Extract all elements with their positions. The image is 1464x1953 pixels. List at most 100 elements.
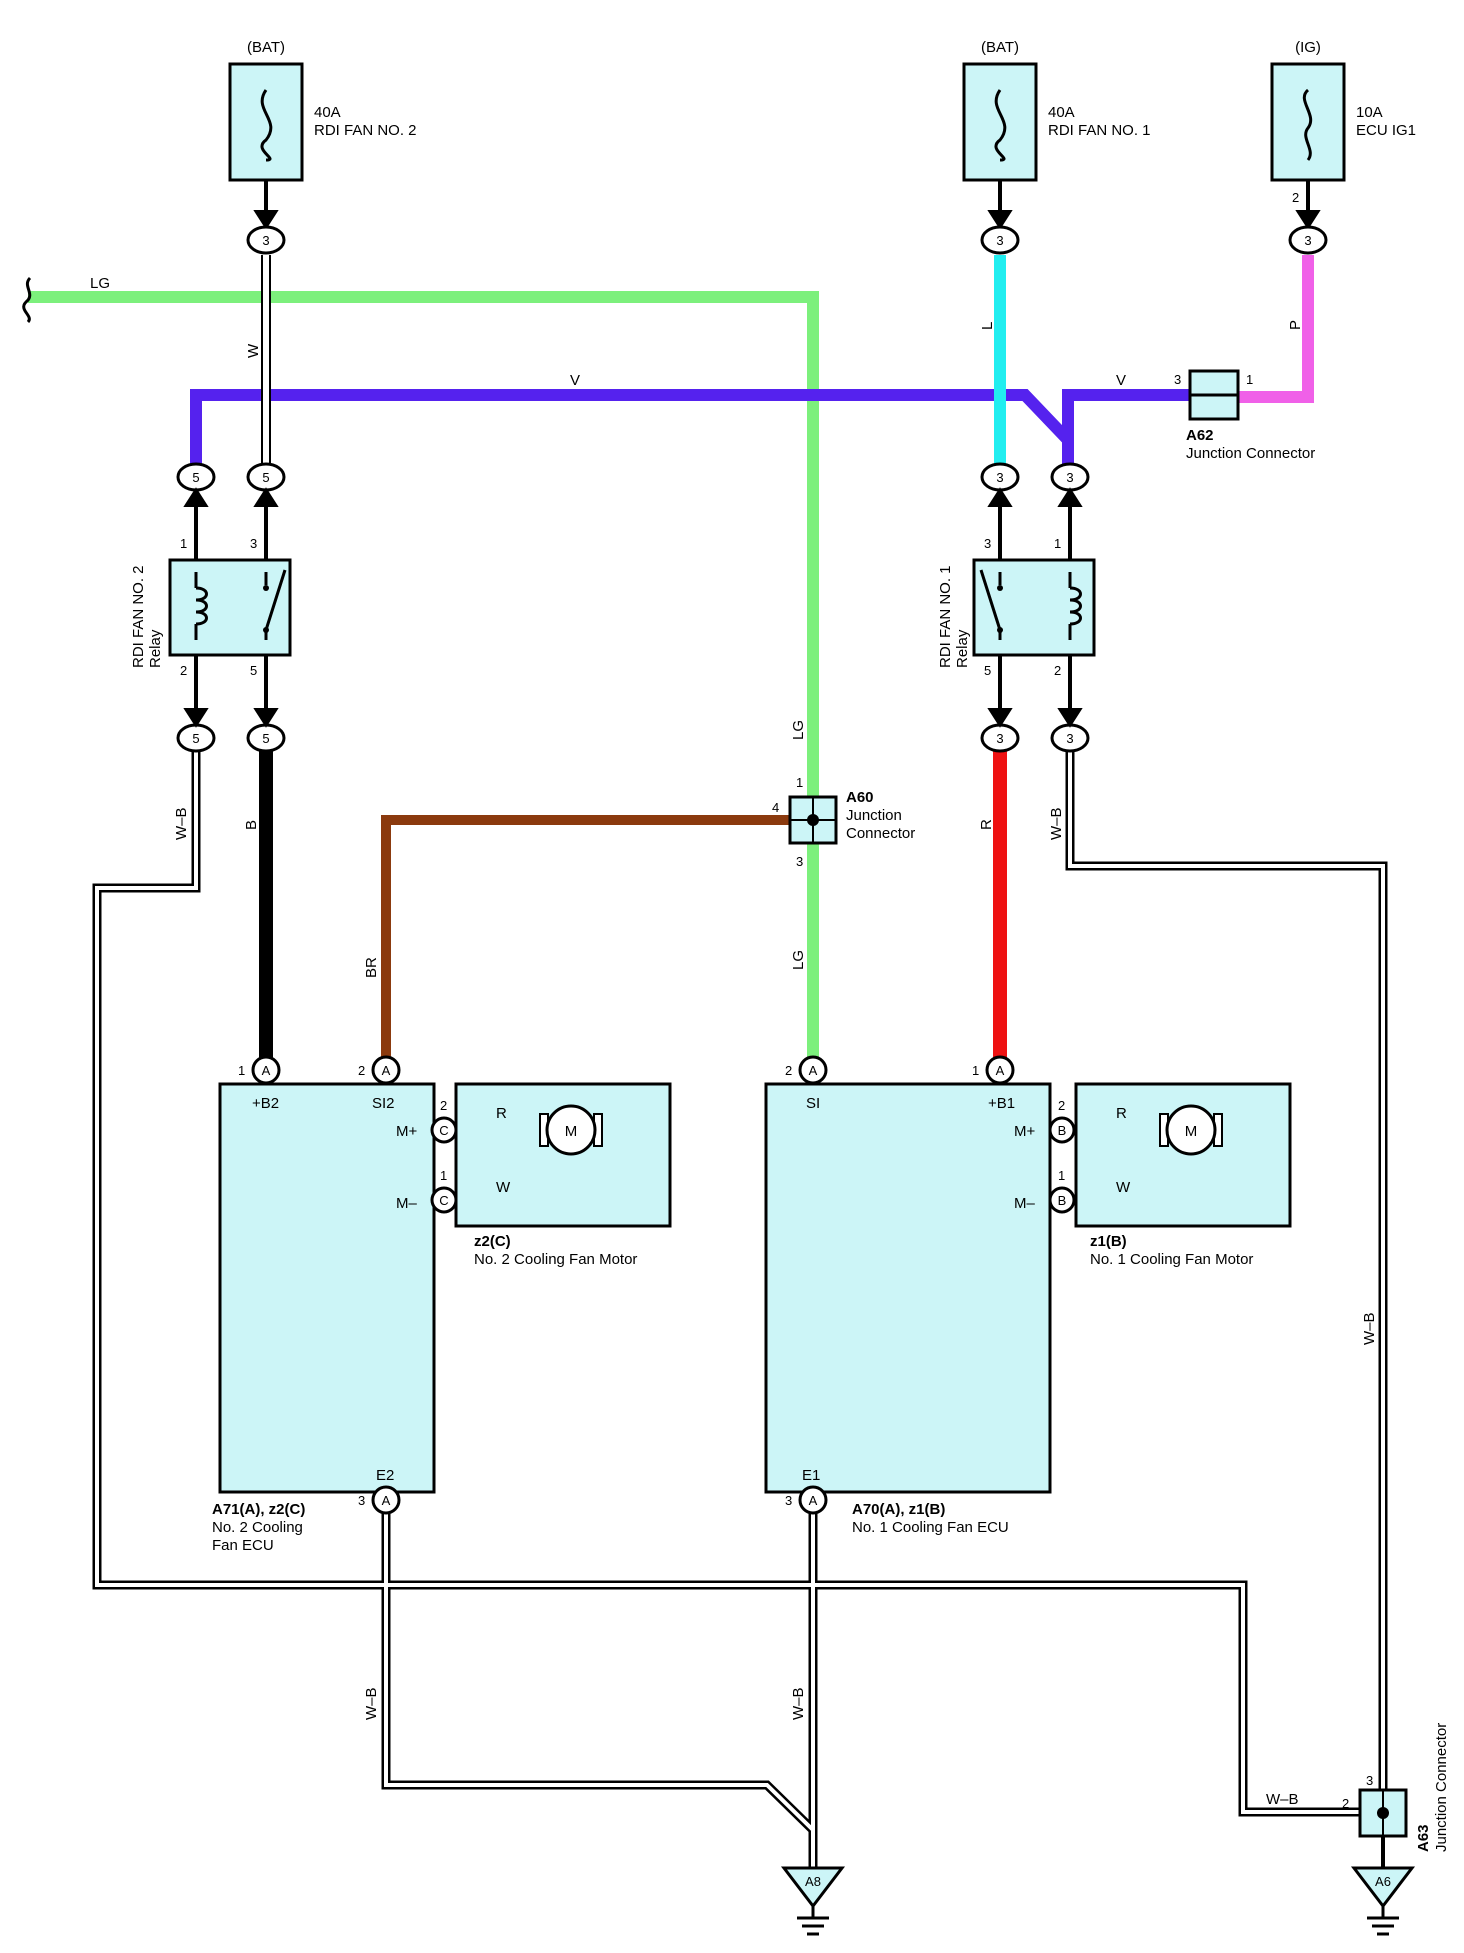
relay-type: Relay (147, 629, 164, 668)
svg-text:1: 1 (1246, 372, 1253, 387)
conn-oval: 3 (980, 462, 1020, 492)
svg-text:1: 1 (180, 536, 187, 551)
motor-no2: M R W z2(C) No. 2 Cooling Fan Motor (454, 1082, 672, 1268)
svg-text:2: 2 (1292, 190, 1299, 205)
wire-label-v: V (570, 372, 580, 389)
fuse-name: RDI FAN NO. 2 (314, 122, 417, 139)
ground-icon (780, 1866, 846, 1909)
wire-label-lg: LG (90, 275, 110, 292)
svg-text:Junction: Junction (846, 807, 902, 824)
svg-text:No. 1 Cooling Fan Motor: No. 1 Cooling Fan Motor (1090, 1251, 1253, 1268)
svg-text:4: 4 (772, 800, 779, 815)
conn-oval: 5 (246, 723, 286, 753)
svg-text:LG: LG (790, 720, 807, 740)
svg-text:LG: LG (790, 950, 807, 970)
svg-text:3: 3 (1066, 470, 1073, 485)
svg-text:3: 3 (1066, 731, 1073, 746)
svg-text:W–B: W–B (1361, 1312, 1378, 1345)
svg-text:A: A (382, 1063, 391, 1078)
svg-text:SI2: SI2 (372, 1095, 395, 1112)
svg-text:40A: 40A (1048, 104, 1075, 121)
wire-labels: LG V V W L P B BR R LG LG W–B W–B W–B W–… (90, 275, 1378, 1808)
svg-text:A8: A8 (805, 1874, 821, 1889)
pin-circle: C (430, 1116, 458, 1144)
svg-text:A63: A63 (1415, 1824, 1432, 1852)
svg-text:3: 3 (1304, 233, 1311, 248)
svg-text:M–: M– (396, 1195, 417, 1212)
svg-text:RDI FAN NO. 1: RDI FAN NO. 1 (937, 565, 954, 668)
junction-a62: 3 1 A62 Junction Connector (1174, 369, 1315, 462)
conn-oval: 5 (246, 462, 286, 492)
wire-lg (28, 291, 819, 1070)
svg-text:RDI FAN NO. 1: RDI FAN NO. 1 (1048, 122, 1151, 139)
svg-text:M+: M+ (396, 1123, 417, 1140)
wires (28, 255, 1388, 1880)
svg-text:Fan ECU: Fan ECU (212, 1537, 274, 1554)
svg-text:M: M (565, 1123, 578, 1140)
svg-text:3: 3 (996, 233, 1003, 248)
fuse-rdi-fan-1: (BAT) 40A RDI FAN NO. 1 (962, 39, 1151, 182)
svg-text:B: B (1058, 1123, 1067, 1138)
svg-text:M: M (1185, 1123, 1198, 1140)
svg-text:3: 3 (262, 233, 269, 248)
wire-wb-right (1065, 750, 1388, 1800)
pin-circle: B (1048, 1116, 1076, 1144)
wire-label-r: R (978, 819, 995, 830)
svg-text:W: W (1116, 1179, 1131, 1196)
svg-text:5: 5 (262, 731, 269, 746)
svg-text:(BAT): (BAT) (981, 39, 1019, 56)
pin-circle: A (251, 1055, 281, 1085)
svg-text:A6: A6 (1375, 1874, 1391, 1889)
junction-a63: 3 2 A63 Junction Connector (1342, 1723, 1450, 1880)
pin-circle: C (430, 1186, 458, 1214)
fuse-ecu-ig1: (IG) 10A ECU IG1 2 (1270, 39, 1416, 205)
svg-text:C: C (439, 1123, 448, 1138)
svg-text:A70(A), z1(B): A70(A), z1(B) (852, 1501, 945, 1518)
conn-oval: 3 (246, 225, 286, 255)
wire-v-a62 (1062, 389, 1190, 440)
wire-break-icon (22, 276, 32, 324)
motor-no1: M R W z1(B) No. 1 Cooling Fan Motor (1074, 1082, 1292, 1268)
connector-ovals: 3 3 3 5 5 3 3 5 5 3 3 (176, 225, 1328, 753)
pin-circle: A (798, 1485, 828, 1515)
svg-text:5: 5 (192, 470, 199, 485)
svg-text:A: A (382, 1493, 391, 1508)
conn-oval: 3 (1288, 225, 1328, 255)
svg-text:R: R (1116, 1105, 1127, 1122)
svg-text:1: 1 (972, 1063, 979, 1078)
svg-text:A: A (809, 1063, 818, 1078)
conn-oval: 5 (176, 723, 216, 753)
fuse-rating: 40A (314, 104, 341, 121)
wire-label-w: W (245, 343, 262, 358)
pin-circle: A (371, 1055, 401, 1085)
svg-text:W: W (496, 1179, 511, 1196)
pin-circle: A (371, 1485, 401, 1515)
pin-circle: B (1048, 1186, 1076, 1214)
ecu-code: A71(A), z2(C) (212, 1501, 305, 1518)
relay-rdi-fan-2: 1 3 2 5 RDI FAN NO. 2 Relay (130, 536, 292, 678)
motor-icon (1165, 1104, 1217, 1156)
wire-v (190, 389, 1074, 475)
svg-text:W–B: W–B (1266, 1791, 1299, 1808)
svg-text:E1: E1 (802, 1467, 820, 1484)
svg-text:+B2: +B2 (252, 1095, 279, 1112)
fuse-source: (BAT) (247, 39, 285, 56)
motor-code: z2(C) (474, 1233, 511, 1250)
svg-text:B: B (1058, 1193, 1067, 1208)
svg-text:M–: M– (1014, 1195, 1035, 1212)
svg-text:2: 2 (180, 663, 187, 678)
ecu-name: No. 2 Cooling (212, 1519, 303, 1536)
svg-text:1: 1 (238, 1063, 245, 1078)
conn-oval: 3 (1050, 723, 1090, 753)
svg-text:SI: SI (806, 1095, 820, 1112)
svg-text:+B1: +B1 (988, 1095, 1015, 1112)
svg-text:10A: 10A (1356, 104, 1383, 121)
svg-text:A: A (996, 1063, 1005, 1078)
svg-text:3: 3 (996, 731, 1003, 746)
ecu-no1: SI +B1 M+ M– E1 A70(A), z1(B) No. 1 Cool… (764, 1082, 1052, 1536)
svg-text:3: 3 (785, 1493, 792, 1508)
svg-text:1: 1 (440, 1168, 447, 1183)
ground-a6: A6 (1350, 1866, 1416, 1936)
svg-text:W–B: W–B (790, 1687, 807, 1720)
